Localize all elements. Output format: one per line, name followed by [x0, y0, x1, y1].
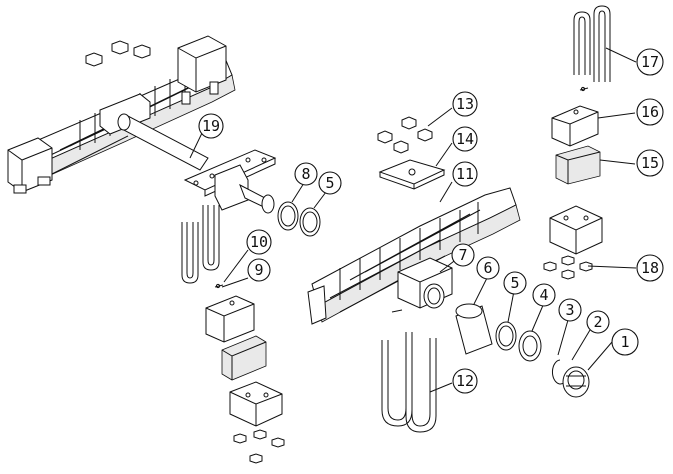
- callout-label: 5: [325, 174, 334, 192]
- center-sleeve-ubolts: [381, 303, 493, 433]
- callout-label: 14: [456, 130, 474, 148]
- callout-label: 18: [641, 259, 659, 277]
- callout-label: 11: [456, 165, 474, 183]
- callout-label: 8: [301, 165, 310, 183]
- callout-3: 3: [558, 298, 582, 322]
- callout-label: 4: [539, 286, 548, 304]
- left-bracket-stack: [205, 283, 285, 464]
- callout-label: 7: [458, 246, 467, 264]
- callout-label: 9: [254, 261, 263, 279]
- callout-label: 13: [456, 95, 474, 113]
- center-leaf-spring: [307, 187, 521, 325]
- callout-14: 14: [452, 126, 478, 152]
- callout-label: 5: [510, 274, 519, 292]
- callout-9: 9: [247, 258, 271, 282]
- callout-label: 15: [641, 154, 659, 172]
- callout-leaders: [189, 47, 637, 393]
- right-bracket-stack: [543, 5, 611, 280]
- callout-6: 6: [476, 256, 500, 280]
- callout-10: 10: [246, 229, 272, 255]
- center-top-hardware: [377, 116, 446, 190]
- callout-label: 12: [456, 372, 474, 390]
- assembled-spring-axle: [7, 35, 277, 214]
- callout-8: 8: [294, 162, 318, 186]
- callout-15: 15: [636, 149, 664, 177]
- callout-1: 1: [611, 328, 639, 356]
- callout-18: 18: [636, 254, 664, 282]
- callout-5-right: 5: [503, 271, 527, 295]
- callout-label: 19: [202, 117, 220, 135]
- callout-label: 3: [565, 301, 574, 319]
- right-seal-rings-cap: [495, 321, 590, 398]
- callout-label: 6: [483, 259, 492, 277]
- callout-label: 16: [641, 103, 659, 121]
- callout-7: 7: [451, 243, 475, 267]
- callout-12: 12: [452, 368, 478, 394]
- callout-17: 17: [636, 48, 664, 76]
- callout-11: 11: [452, 161, 478, 187]
- left-u-bolts: [181, 205, 220, 284]
- callout-13: 13: [452, 91, 478, 117]
- callout-19: 19: [198, 113, 224, 139]
- callout-label: 10: [250, 233, 268, 251]
- callout-2: 2: [586, 310, 610, 334]
- callout-5-left: 5: [318, 171, 342, 195]
- callout-label: 17: [641, 53, 659, 71]
- callout-16: 16: [636, 98, 664, 126]
- callout-label: 2: [593, 313, 602, 331]
- left-seal-rings: [277, 201, 321, 237]
- callout-label: 1: [620, 333, 629, 351]
- callout-4: 4: [532, 283, 556, 307]
